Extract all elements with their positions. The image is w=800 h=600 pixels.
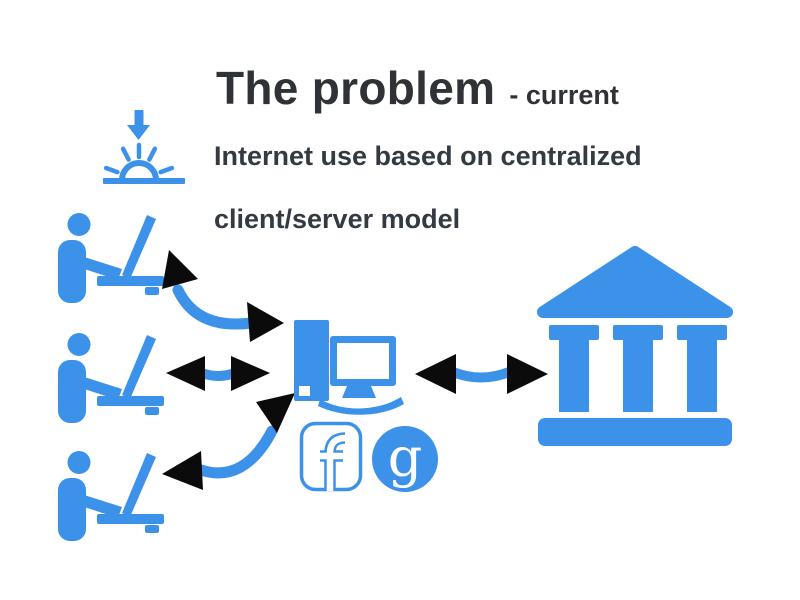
person-head (67, 213, 91, 236)
arrow-client1-server (152, 246, 322, 346)
facebook-icon (299, 421, 363, 493)
sunrise-arrow-icon (98, 96, 190, 192)
monitor-neck (342, 386, 376, 398)
google-circle (372, 426, 438, 492)
person-arm (78, 256, 122, 280)
computer-tower (294, 320, 329, 401)
client-user-icon-3 (56, 451, 164, 541)
subtitle-line-1: Internet use based on centralized (214, 141, 642, 171)
facebook-f-glyph (319, 432, 347, 491)
monitor-foot (145, 287, 159, 295)
arrow-server-institution (412, 350, 552, 398)
arrowhead-icon (231, 356, 270, 391)
server-computer-icon (287, 313, 420, 416)
horizon-line (103, 178, 185, 184)
person-at-computer-icon (58, 213, 164, 303)
tower-drive-slot (299, 386, 310, 396)
client-user-icon-2 (56, 333, 164, 423)
arrowhead-icon (166, 356, 205, 391)
bank-columns (549, 325, 727, 412)
subtitle-line-2: client/server model (214, 204, 461, 234)
page-title: The problem (216, 62, 496, 114)
arrow-client2-server (163, 354, 273, 394)
arrowhead-icon (256, 393, 295, 433)
google-icon: g (371, 425, 439, 493)
monitor-screen (122, 215, 156, 279)
arrow-client3-server (148, 388, 304, 498)
page-header: The problem - current (216, 62, 619, 114)
person-torso (58, 240, 86, 303)
google-g-glyph: g (388, 426, 423, 489)
monitor-base (318, 397, 404, 415)
sun-half-circle (119, 160, 159, 181)
arrowhead-icon (507, 354, 548, 394)
sun-rays (103, 142, 175, 175)
monitor-screen (337, 343, 389, 379)
sunrise-arrow-svg (103, 110, 185, 184)
client-user-icon-1 (56, 213, 164, 303)
arrowhead-icon (415, 354, 456, 394)
bank-pediment (537, 246, 733, 318)
person-at-computer-icon (58, 451, 164, 541)
arrowhead-icon (247, 302, 284, 342)
arrowhead-icon (162, 451, 203, 490)
title-suffix: - current (509, 80, 619, 110)
down-arrow-icon (127, 110, 150, 140)
person-at-computer-icon (58, 333, 164, 423)
bank-base (538, 418, 732, 446)
bank-building-icon (535, 242, 735, 454)
arrowhead-icon (162, 250, 198, 289)
